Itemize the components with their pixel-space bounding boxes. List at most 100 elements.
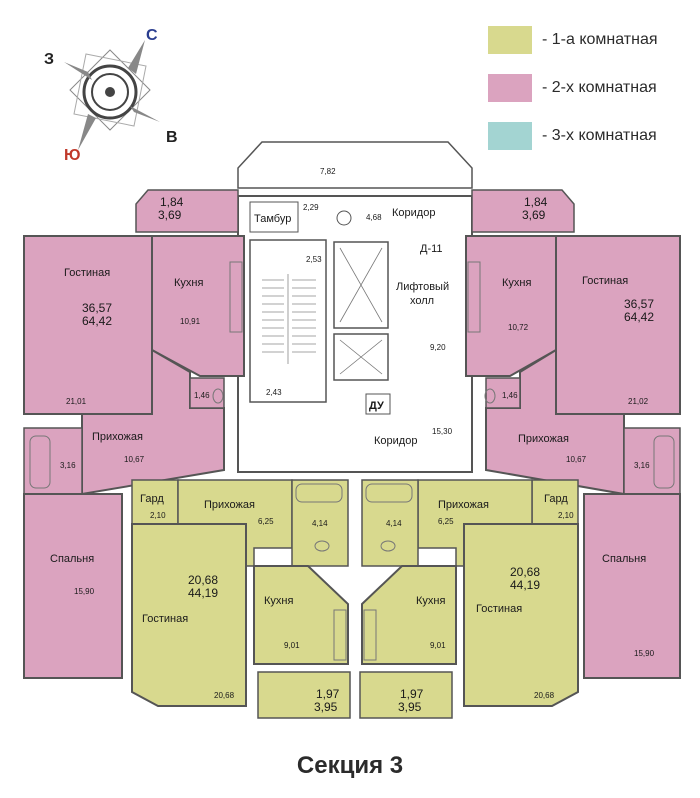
- right-living-label: Гостиная: [582, 275, 628, 287]
- right-living-area: 21,02: [628, 397, 649, 406]
- corridor-bottom-label: Коридор: [374, 435, 417, 447]
- left1-living-area: 20,68: [214, 691, 235, 700]
- left1-wardrobe: [131, 479, 179, 525]
- left1-bath-area: 4,14: [312, 519, 328, 528]
- right1-kitchen: [361, 565, 457, 665]
- left1-kitchen-label: Кухня: [264, 595, 293, 607]
- stair-area-bottom: 2,43: [266, 388, 282, 397]
- right1-total: 20,68: [510, 565, 540, 579]
- tambur-area: 2,29: [303, 203, 319, 212]
- left1-kitchen: [253, 565, 349, 665]
- lift-cross-2: [339, 247, 383, 323]
- toilet-icon: [212, 388, 224, 404]
- compass-rose-outline: [73, 53, 147, 127]
- left1-hall-area: 6,25: [258, 517, 274, 526]
- right-one-labels: Гард 2,10 Прихожая 6,25 4,14 20,68 44,19…: [386, 493, 574, 714]
- right1-hall-area: 6,25: [438, 517, 454, 526]
- right1-living-room: [463, 523, 579, 707]
- left1-wardrobe-label: Гард: [140, 493, 164, 505]
- right1-kitchen-area: 9,01: [430, 641, 446, 650]
- common-labels: 7,82 Тамбур 2,29 Коридор 4,68 2,53 Д-11 …: [254, 167, 453, 447]
- right1-wardrobe-area: 2,10: [558, 511, 574, 520]
- right-hall-label: Прихожая: [518, 433, 569, 445]
- compass-east: В: [166, 129, 178, 146]
- left-living-area: 21,01: [66, 397, 87, 406]
- left1-wardrobe-area: 2,10: [150, 511, 166, 520]
- left-balcony-total: 3,69: [158, 208, 182, 222]
- right1-living-area: 20,68: [534, 691, 555, 700]
- left-living-label: Гостиная: [64, 267, 110, 279]
- stove-icon: [333, 609, 347, 661]
- compass-south: Ю: [64, 147, 81, 164]
- toilet-icon: [484, 388, 496, 404]
- left-living-room: [23, 235, 153, 415]
- right-bathroom: [623, 427, 681, 495]
- left1-balcony: [257, 671, 351, 719]
- right-balcony-area: 1,84: [524, 195, 548, 209]
- apartment-right-one-room: [359, 479, 579, 719]
- left-bedroom: [23, 493, 123, 679]
- corridor-top-label: Коридор: [392, 207, 435, 219]
- left-balcony: [135, 189, 239, 233]
- right1-wardrobe-label: Гард: [544, 493, 568, 505]
- toilet-icon: [380, 540, 396, 552]
- legend-swatch-one-room: [488, 26, 532, 54]
- left1-living-room: [131, 523, 247, 707]
- lift-hall-label: Лифтовый: [396, 281, 449, 293]
- left-two-labels: 1,84 3,69 Гостиная 36,57 64,42 21,01 Кух…: [50, 195, 210, 596]
- lift-hall-label-2: холл: [410, 295, 434, 307]
- lift-hall-area: 9,20: [430, 343, 446, 352]
- right-bedroom-label: Спальня: [602, 553, 646, 565]
- left-bedroom-area: 15,90: [74, 587, 95, 596]
- left1-balcony-area: 1,97: [316, 687, 340, 701]
- left-bathroom: [23, 427, 83, 495]
- legend-item-three-room: - 3-х комнатная: [488, 122, 657, 150]
- left-kitchen-label: Кухня: [174, 277, 203, 289]
- left-bedroom-label: Спальня: [50, 553, 94, 565]
- right-total: 36,57: [624, 297, 654, 311]
- fixtures: [29, 261, 675, 661]
- lift-shaft-lower: [333, 333, 389, 381]
- top-balcony-area: 7,82: [320, 167, 336, 176]
- right1-balcony-total: 3,95: [398, 700, 422, 714]
- right-bath-area: 3,16: [634, 461, 650, 470]
- garbage-chute-icon: [336, 210, 352, 226]
- arrow-north-icon: [128, 40, 145, 74]
- du-box: [365, 393, 391, 415]
- left-hall-area: 10,67: [124, 455, 145, 464]
- right-kitchen-label: Кухня: [502, 277, 531, 289]
- top-balcony: [237, 141, 473, 189]
- stove-icon: [467, 261, 481, 333]
- right1-bathroom: [361, 479, 419, 567]
- right-kitchen-area: 10,72: [508, 323, 529, 332]
- apartment-right-two-room: [465, 189, 681, 679]
- compass-center: [105, 87, 115, 97]
- d11-label: Д-11: [420, 243, 443, 255]
- right1-hall-label: Прихожая: [438, 499, 489, 511]
- bathtub-icon: [29, 435, 51, 489]
- legend-label-one-room: - 1-а комнатная: [542, 31, 658, 48]
- right-wc-area: 1,46: [502, 391, 518, 400]
- right-hall-area: 10,67: [566, 455, 587, 464]
- legend-item-one-room: - 1-а комнатная: [488, 26, 658, 54]
- stair-area-top: 2,53: [306, 255, 322, 264]
- left-kitchen-area: 10,91: [180, 317, 201, 326]
- left-hall-label: Прихожая: [92, 431, 143, 443]
- right1-living-label: Гостиная: [476, 603, 522, 615]
- toilet-icon: [314, 540, 330, 552]
- compass-north: С: [146, 27, 158, 44]
- left1-total-full: 44,19: [188, 586, 218, 600]
- bathtub-icon: [653, 435, 675, 489]
- right-bedroom: [583, 493, 681, 679]
- left-bath-area: 3,16: [60, 461, 76, 470]
- left1-hall-label: Прихожая: [204, 499, 255, 511]
- left-total-full: 64,42: [82, 314, 112, 328]
- corridor-bottom-area: 15,30: [432, 427, 453, 436]
- legend-swatch-two-room: [488, 74, 532, 102]
- left1-balcony-total: 3,95: [314, 700, 338, 714]
- corridor-top-area: 4,68: [366, 213, 382, 222]
- left1-total: 20,68: [188, 573, 218, 587]
- right1-kitchen-label: Кухня: [416, 595, 445, 607]
- stove-icon: [229, 261, 243, 333]
